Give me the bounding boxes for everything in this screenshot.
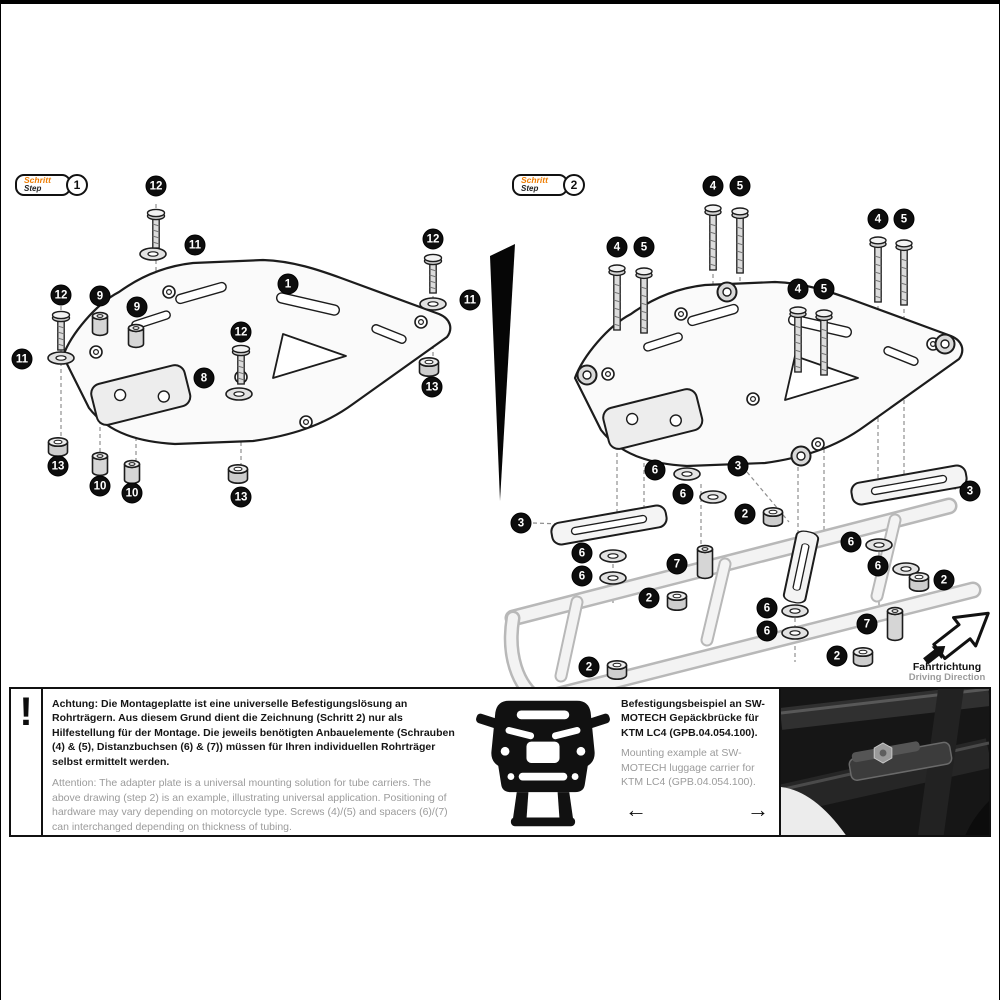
washer (699, 490, 727, 504)
washer (47, 351, 75, 365)
spacer (123, 459, 141, 485)
attention-text-de: Achtung: Die Montageplatte ist eine univ… (52, 698, 455, 768)
mounting-example-photo (779, 689, 989, 835)
washer (599, 549, 627, 563)
driving-direction-label: Fahrtrichtung Driving Direction (899, 661, 995, 684)
nut (852, 646, 874, 668)
nut (418, 356, 440, 378)
nut (762, 506, 784, 528)
screw (895, 239, 913, 306)
example-text-en: Mounting example at SW-MOTECH luggage ca… (621, 747, 756, 789)
step-2-drawing (503, 204, 982, 709)
driving-direction-en: Driving Direction (908, 672, 986, 684)
rack-icon (476, 700, 610, 827)
washer (673, 467, 701, 481)
step-2-label-en: Step (521, 184, 539, 194)
nut (908, 571, 930, 593)
driving-direction-arrow (923, 611, 990, 665)
screw (869, 236, 887, 303)
step-1-drawing (47, 204, 450, 485)
washer (139, 247, 167, 261)
mounting-example-texts: Befestigungsbeispiel an SW-MOTECH Gepäck… (619, 689, 779, 835)
arrow-right-icon: → (747, 796, 769, 822)
step-divider-arrow (490, 244, 515, 501)
screw (146, 208, 166, 249)
attention-text-en: Attention: The adapter plate is a univer… (52, 777, 448, 833)
photo-graphic (781, 689, 989, 835)
arrow-left-icon: ← (625, 796, 647, 822)
step-1-label-de: Schritt (24, 174, 51, 185)
washer (419, 297, 447, 311)
spacer (127, 323, 145, 349)
grommet (576, 364, 598, 386)
diagram-artwork (47, 204, 990, 709)
step-1-badge: Schritt Step 1 (15, 173, 88, 197)
step-2-badge: Schritt Step 2 (512, 173, 585, 197)
step-1-label-en: Step (24, 184, 42, 194)
spacer (886, 606, 904, 642)
nut (606, 659, 628, 681)
luggage-rack-illustration (467, 689, 619, 835)
washer (781, 604, 809, 618)
example-arrows: ← → (621, 796, 773, 822)
screw (731, 207, 749, 274)
step-1-number: 1 (66, 174, 88, 196)
spacer (91, 311, 109, 337)
washer (225, 387, 253, 401)
grommet (790, 445, 812, 467)
spacer (696, 544, 714, 580)
spacer (91, 451, 109, 477)
step-1-pill: Schritt Step (15, 174, 71, 196)
example-text-de: Befestigungsbeispiel an SW-MOTECH Gepäck… (621, 698, 765, 739)
step-2-label-de: Schritt (521, 174, 548, 185)
nut (227, 463, 249, 485)
grommet (934, 333, 956, 355)
washer (599, 571, 627, 585)
step-2-pill: Schritt Step (512, 174, 568, 196)
screw (423, 253, 443, 294)
exclamation-icon: ! (19, 690, 33, 734)
warning-column: ! (11, 689, 43, 835)
nut (47, 436, 69, 458)
driving-direction-de: Fahrtrichtung (912, 661, 982, 673)
step-2-number: 2 (563, 174, 585, 196)
grommet (716, 281, 738, 303)
clamp-bar (548, 503, 670, 547)
washer (781, 626, 809, 640)
screw (704, 204, 722, 271)
attention-panel: ! Achtung: Die Montageplatte ist eine un… (9, 687, 991, 837)
washer (865, 538, 893, 552)
attention-texts: Achtung: Die Montageplatte ist eine univ… (43, 689, 467, 835)
nut (666, 590, 688, 612)
screw (51, 310, 71, 351)
